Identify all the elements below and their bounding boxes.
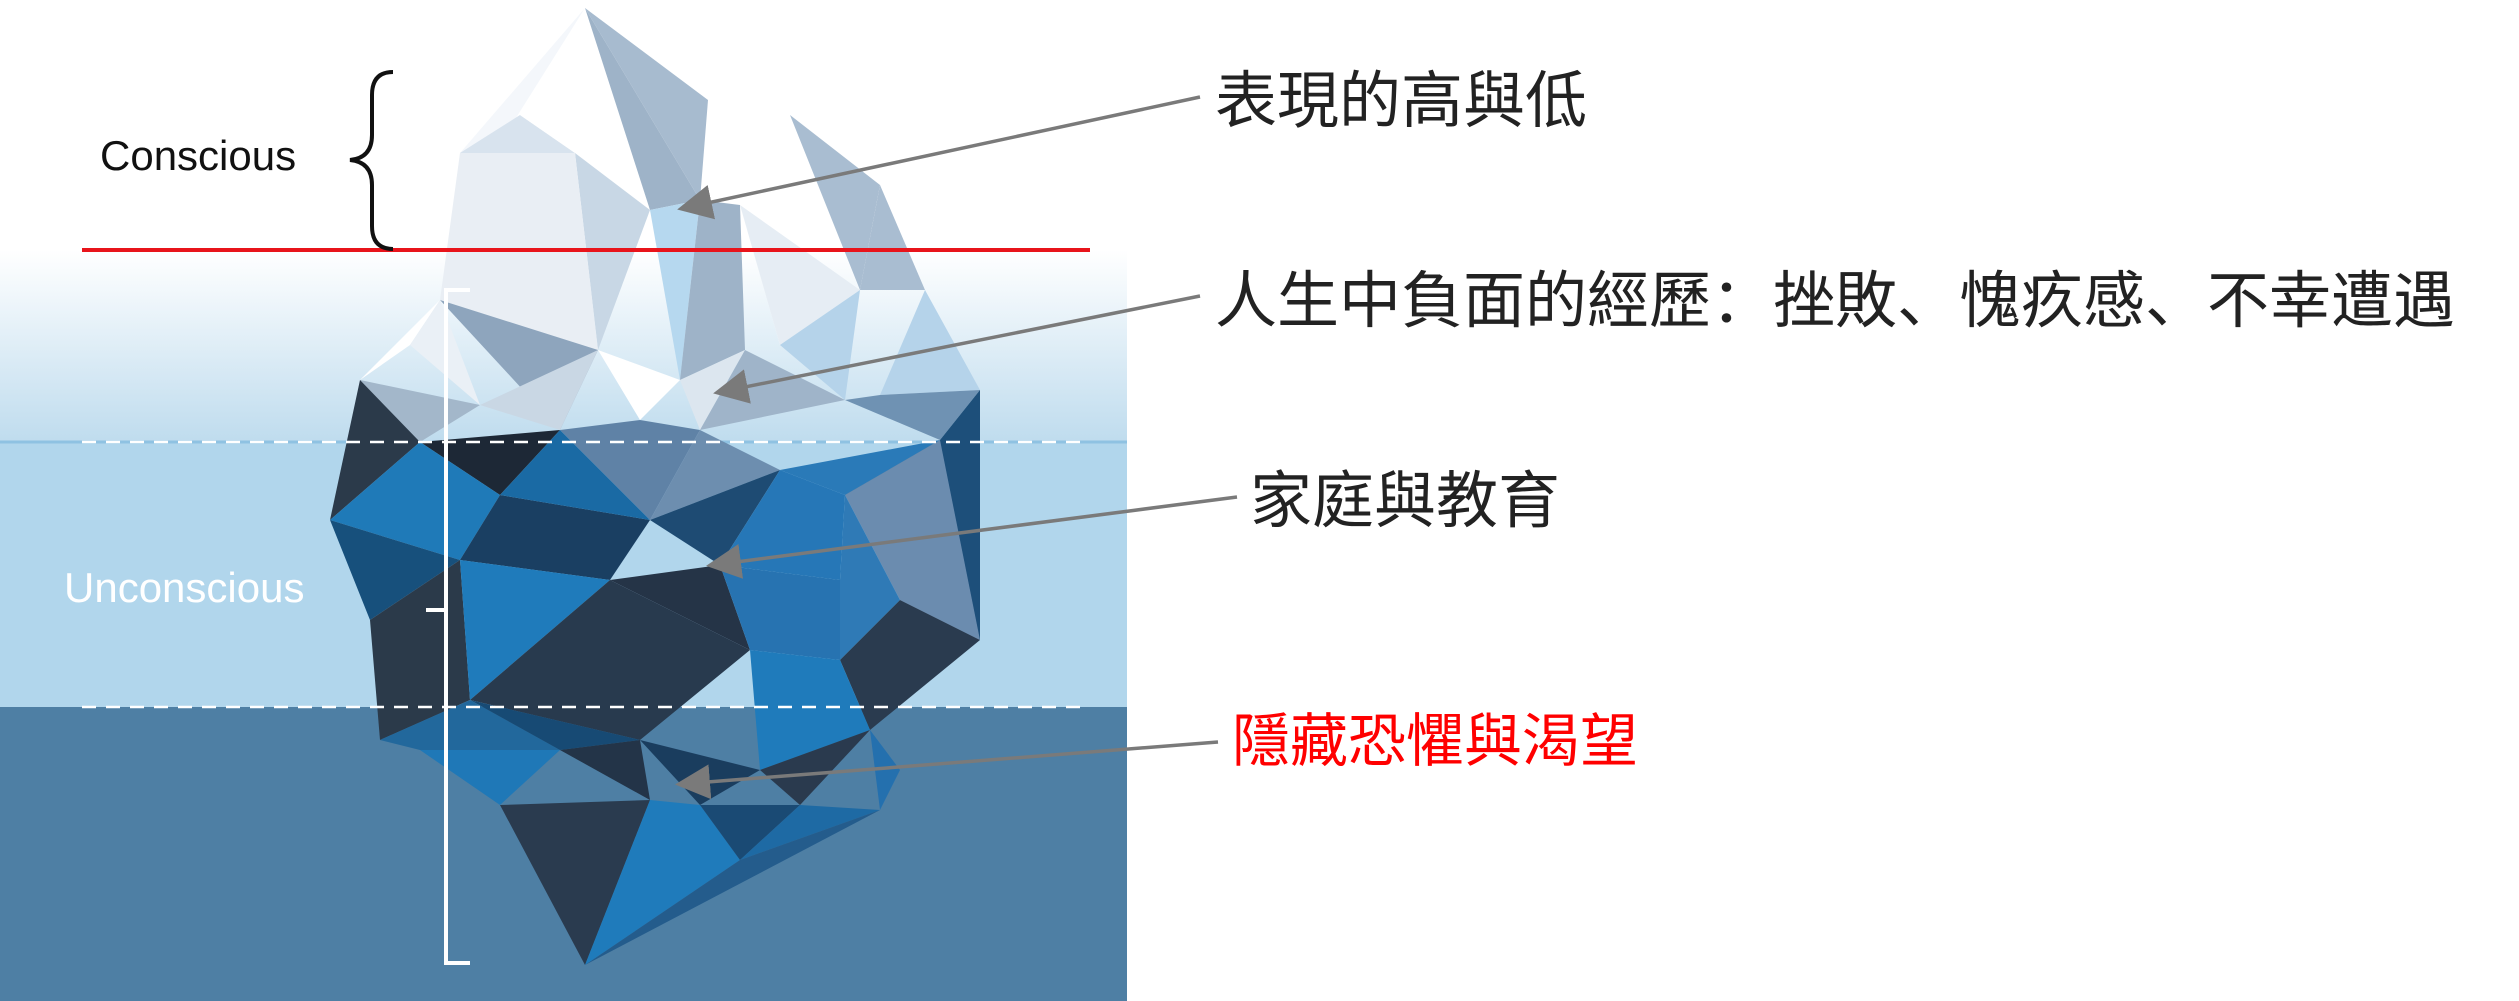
arrow-negative-experiences xyxy=(713,294,1201,404)
annotation-family-education: 家庭與教育 xyxy=(1250,464,1561,537)
conscious-brace xyxy=(349,70,394,251)
arrow-performance xyxy=(677,95,1201,220)
unconscious-label: Unconscious xyxy=(64,564,305,611)
annotation-negative-experiences: 人生中負面的經歷：挫敗、愧疚感、不幸遭遇 xyxy=(1215,264,2456,337)
annotation-performance: 表現的高與低 xyxy=(1215,64,1588,137)
arrow-hidden-fears xyxy=(675,740,1219,800)
arrow-family-education xyxy=(706,495,1238,579)
conscious-label: Conscious xyxy=(100,132,297,179)
annotation-hidden-fears: 隱藏恐懼與渴望 xyxy=(1232,707,1639,775)
unconscious-bracket xyxy=(444,288,470,965)
